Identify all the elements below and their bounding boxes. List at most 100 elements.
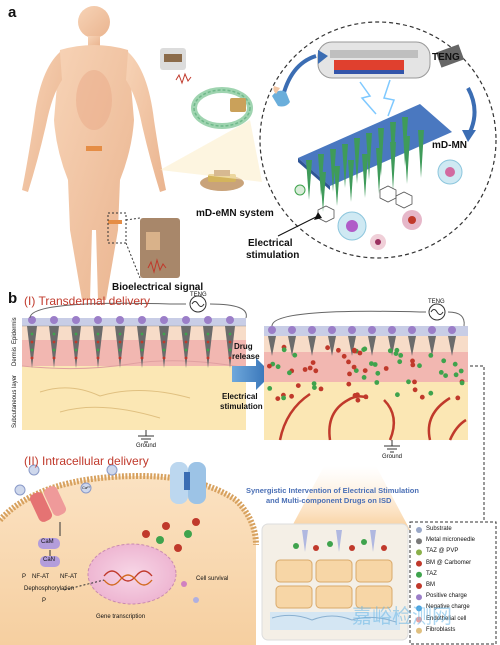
ground-right-label: Ground (382, 454, 403, 460)
positive-charge (348, 326, 356, 334)
microneedle (159, 326, 169, 368)
drug-particle (281, 395, 286, 401)
microneedle (288, 336, 296, 356)
microneedle (348, 336, 356, 356)
microneedle (268, 336, 276, 356)
legend-item: Negative charge (426, 604, 470, 611)
release-label: release (232, 352, 260, 361)
positive-charge (368, 326, 376, 334)
ground-left-label: Ground (136, 443, 157, 449)
drug-particle (287, 370, 292, 376)
drug-particle (428, 353, 434, 358)
legend-item: Metal microneedle (426, 537, 476, 544)
drug-particle (453, 372, 459, 378)
survival-label: Cell survival (196, 576, 229, 582)
drug-particle (351, 347, 357, 353)
drug-dot (74, 340, 78, 344)
drug-particle (372, 362, 378, 367)
mdmn-label: mD-MN (432, 140, 467, 151)
drug-dot (184, 356, 188, 360)
drug-dot (52, 332, 56, 336)
can-label: CaN (43, 557, 56, 563)
positive-charge (72, 316, 80, 324)
drug-particle (310, 360, 316, 365)
legend-marker (416, 627, 422, 634)
drug-particle (361, 347, 367, 352)
drug-particle (387, 348, 393, 354)
zoom-beam (160, 120, 262, 182)
microneedle (49, 326, 59, 368)
synergy-glow (290, 466, 410, 530)
positive-charge (308, 326, 316, 334)
skin-diagram-right (264, 326, 468, 441)
drug-dot (74, 348, 78, 352)
drug-particle (410, 358, 415, 364)
drug-dot (206, 332, 210, 336)
legend-marker (416, 538, 422, 545)
dephos-label: Dephosphorylation (24, 586, 75, 592)
drug-dot (228, 332, 232, 336)
drug-particle (352, 393, 358, 398)
drug-particle (307, 365, 313, 371)
legend-connector (470, 365, 485, 520)
stim-label: stimulation (220, 402, 263, 411)
microneedle (181, 326, 191, 368)
nfat-label-1: NF-AT (32, 574, 50, 580)
cam-label: CaM (41, 539, 54, 545)
drug-label: Drug (234, 342, 253, 351)
drug-particle (341, 353, 347, 359)
teng-right-label: TENG (428, 299, 445, 305)
panel-a-label: a (8, 4, 17, 21)
drug-particle (428, 390, 434, 396)
legend-marker (416, 605, 422, 612)
drug-dot (30, 340, 34, 344)
drug-dot (96, 340, 100, 344)
drug-particle (346, 359, 351, 365)
drug-dot (52, 356, 56, 360)
microneedle (203, 326, 213, 368)
layer-epidermis: Epidermis (12, 317, 18, 344)
drug-particle (267, 386, 273, 391)
drug-particle (459, 380, 465, 386)
legend-item: BM (426, 582, 435, 588)
microneedles-left (27, 316, 235, 368)
legend-item: Substrate (426, 526, 452, 532)
drug-dot (52, 340, 56, 344)
drug-dot (140, 340, 144, 344)
microneedle (27, 326, 37, 368)
positive-charge (288, 326, 296, 334)
legend-marker (416, 560, 422, 567)
positive-charge (328, 326, 336, 334)
drug-particle (417, 363, 422, 369)
drug-particle (357, 350, 363, 356)
process-arrow (232, 358, 272, 390)
drug-particle (398, 353, 404, 358)
drug-dot (162, 332, 166, 336)
cell-diagram (0, 462, 259, 645)
teng-label: TENG (432, 52, 460, 63)
drug-particle (318, 386, 324, 392)
drug-dot (96, 348, 100, 352)
legend-marker (416, 549, 422, 556)
leg-zoom-inset (107, 212, 180, 279)
drug-dot (74, 332, 78, 336)
microneedle (388, 336, 396, 356)
legend-marker (416, 594, 422, 601)
drug-particle (383, 366, 389, 371)
drug-dot (140, 348, 144, 352)
drug-dot (96, 332, 100, 336)
drug-particle (302, 367, 308, 372)
drug-particle (412, 387, 418, 393)
drug-particle (346, 381, 352, 387)
drug-dot (74, 356, 78, 360)
drug-particle (336, 347, 341, 353)
drug-particle (406, 379, 411, 385)
stimulation-pointer (277, 215, 319, 237)
p2-label: P (42, 598, 47, 604)
drug-dot (118, 332, 122, 336)
microneedle (308, 336, 316, 356)
drug-particle (410, 362, 416, 368)
drug-particle (438, 370, 444, 375)
drug-particle (275, 364, 281, 370)
drug-particle (355, 397, 361, 403)
